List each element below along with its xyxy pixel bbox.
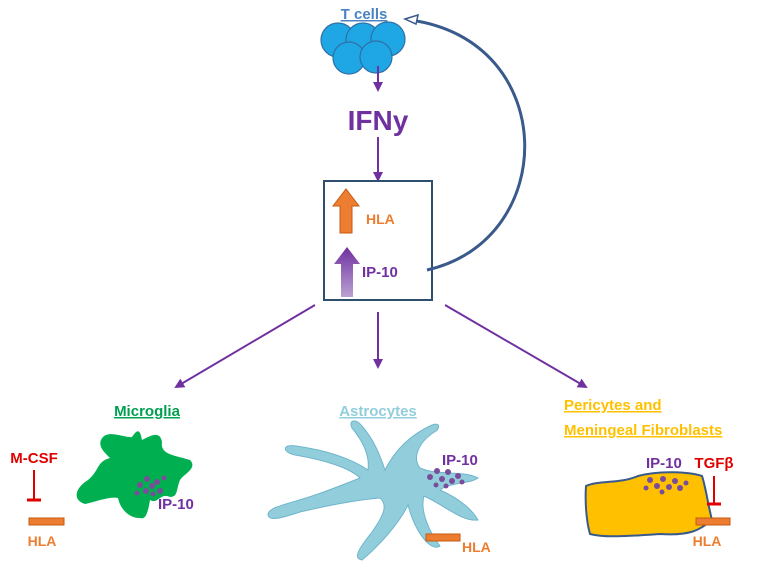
hla-up-arrow-icon [331, 188, 361, 234]
pericyte-hla-receptor [695, 517, 731, 526]
pericytes-label-line2: Meningeal Fibroblasts [564, 422, 722, 439]
microglia-cell [76, 431, 193, 519]
microglia-hla-receptor [28, 517, 65, 526]
astrocyte-hla-label: HLA [462, 539, 491, 555]
astrocyte-ip10-label: IP-10 [442, 452, 478, 469]
hla-box-label: HLA [366, 211, 395, 227]
ip10-up-arrow-icon [334, 247, 360, 297]
box-to-pericytes-arrow [444, 304, 588, 389]
microglia-ip10-label: IP-10 [158, 496, 194, 513]
microglia-label: Microglia [114, 403, 181, 420]
pericyte-ip10-dots [643, 476, 689, 495]
ifny-label: IFNy [348, 105, 409, 136]
mcsf-label: M-CSF [10, 450, 58, 467]
microglia-hla-label: HLA [28, 533, 57, 549]
tgfb-label: TGFβ [694, 455, 733, 472]
astrocyte-hla-receptor [425, 533, 461, 542]
pericyte-ip10-label: IP-10 [646, 455, 682, 472]
t-cell [359, 40, 393, 74]
microglia-ip10-dots [134, 475, 167, 497]
astrocyte-cell [267, 420, 479, 561]
t-cells-label: T cells [341, 6, 388, 23]
ip10-box-label: IP-10 [362, 264, 398, 281]
astrocyte-ip10-dots [427, 468, 465, 489]
feedback-arrowhead-icon [402, 13, 420, 26]
astrocytes-label: Astrocytes [339, 403, 417, 420]
pericyte-hla-label: HLA [693, 533, 722, 549]
t-cells-cluster [320, 21, 406, 75]
feedback-curve [409, 18, 527, 272]
pericytes-label-line1: Pericytes and [564, 397, 662, 414]
box-to-microglia-arrow [174, 304, 316, 389]
